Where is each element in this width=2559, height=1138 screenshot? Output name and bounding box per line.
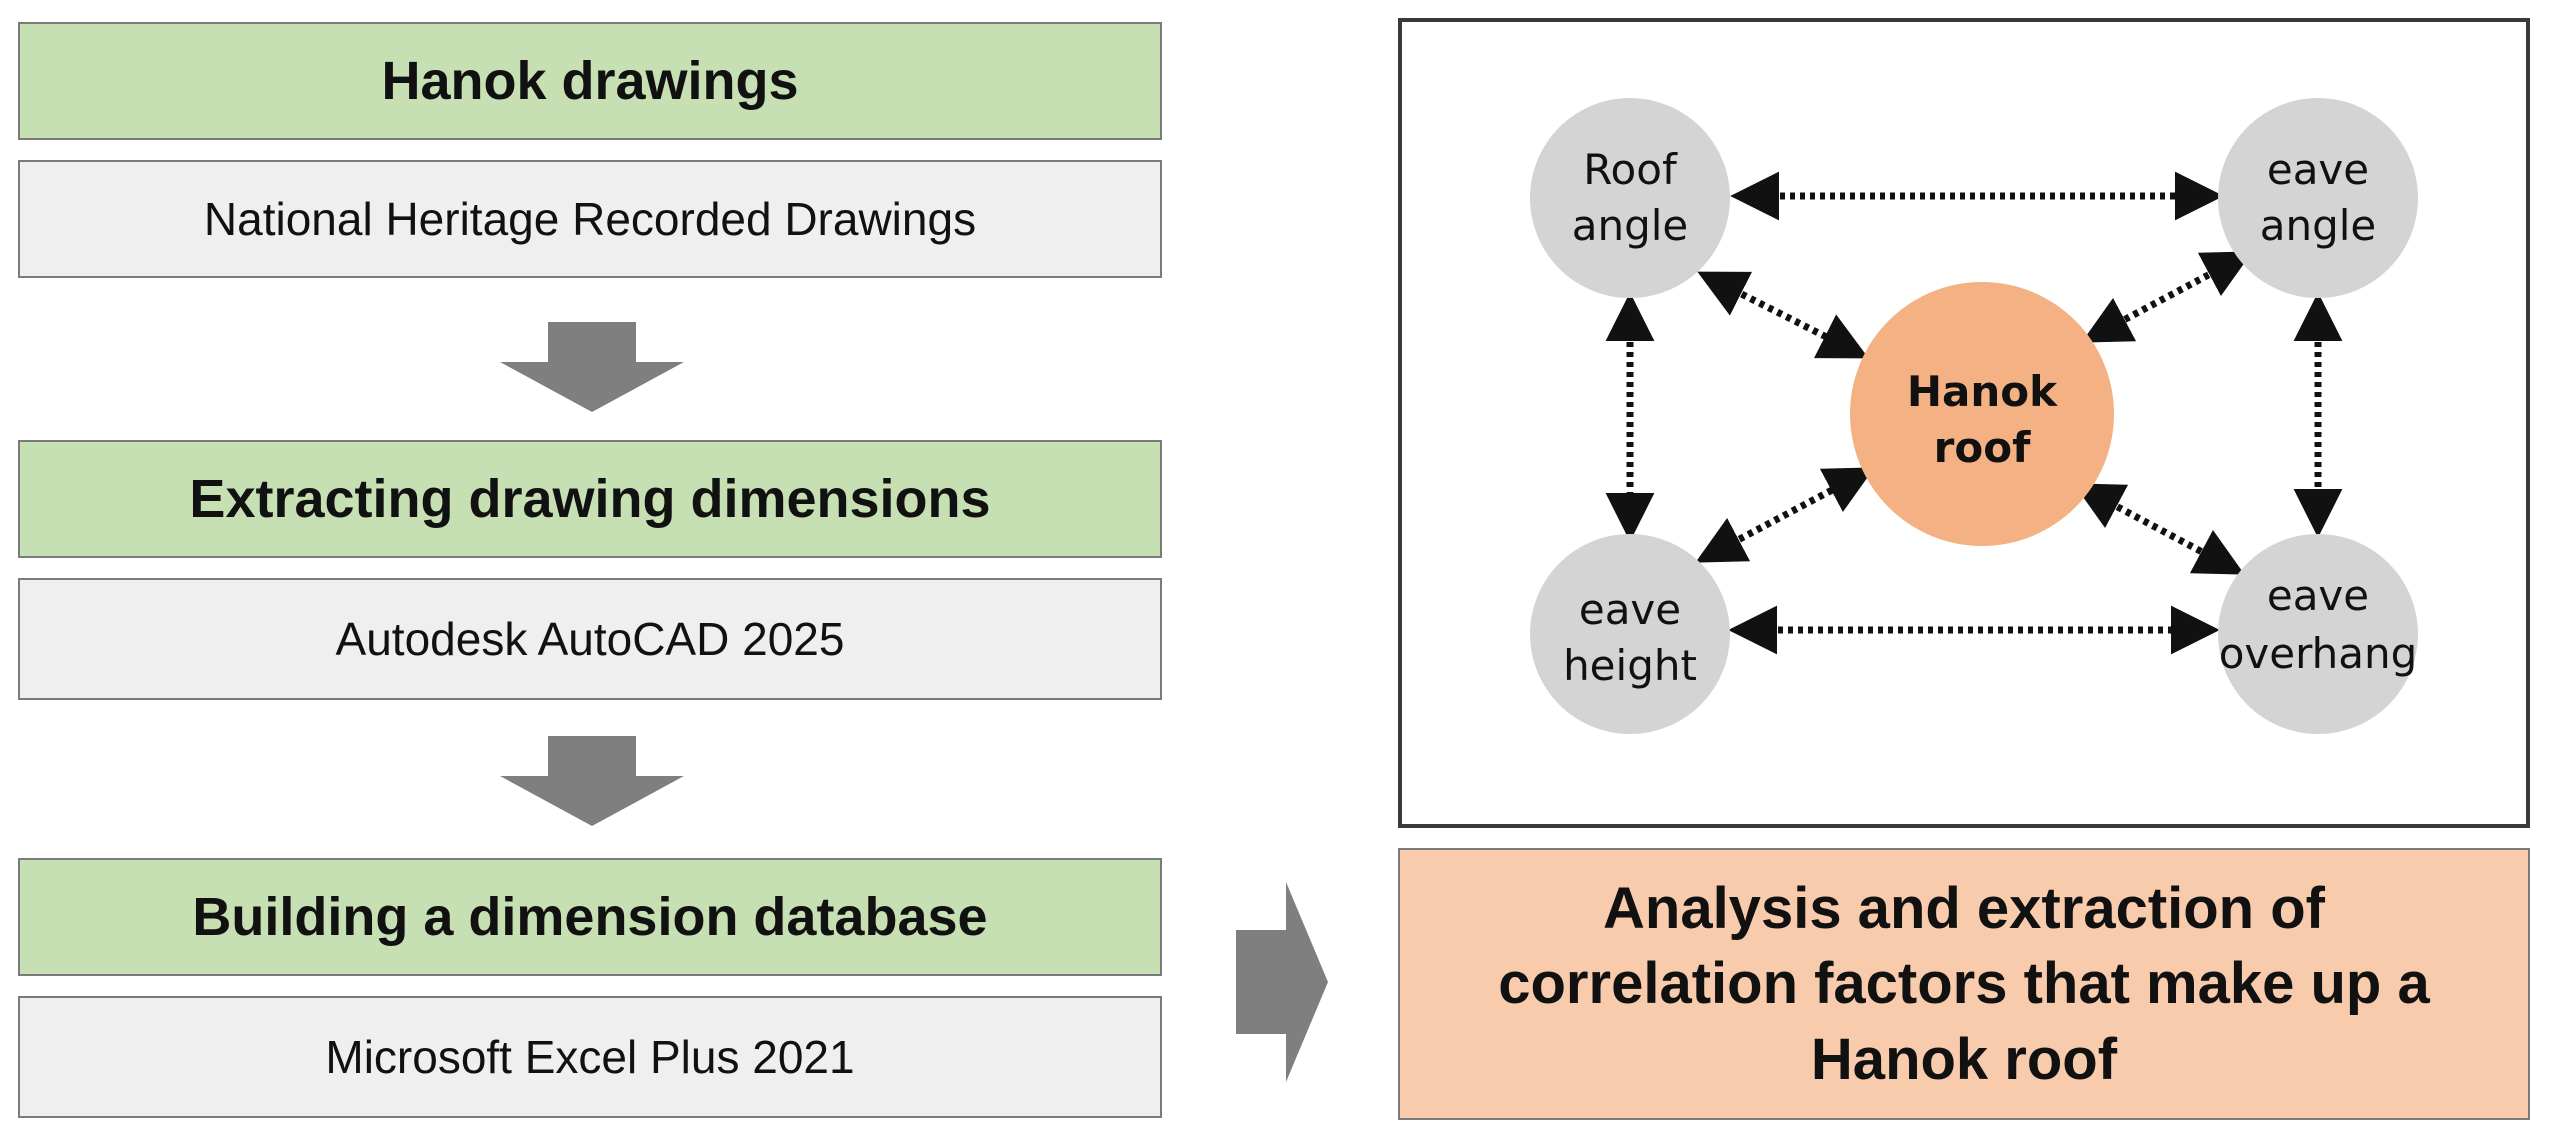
hanok-roof-label-1: Hanok xyxy=(1907,367,2058,416)
step3-title: Building a dimension database xyxy=(192,887,988,947)
roof-angle-node xyxy=(1530,98,1730,298)
step2-tool-box: Autodesk AutoCAD 2025 xyxy=(18,578,1162,700)
result-box: Analysis and extraction of correlation f… xyxy=(1398,848,2530,1120)
step2-title-box: Extracting drawing dimensions xyxy=(18,440,1162,558)
eave-overhang-label-1: eave xyxy=(2267,571,2369,620)
eave-angle-label-1: eave xyxy=(2267,145,2369,194)
link-center-eaveangle xyxy=(2081,251,2253,343)
eave-height-label-1: eave xyxy=(1579,585,1681,634)
down-arrow-2 xyxy=(500,736,684,826)
result-line-2: correlation factors that make up a xyxy=(1498,951,2430,1017)
eave-overhang-node xyxy=(2218,534,2418,734)
result-line-3: Hanok roof xyxy=(1810,1026,2118,1092)
step1-title-box: Hanok drawings xyxy=(18,22,1162,140)
step2-title: Extracting drawing dimensions xyxy=(189,469,991,529)
step1-title: Hanok drawings xyxy=(381,51,799,111)
link-center-eaveheight xyxy=(1695,467,1875,563)
hanok-roof-label-2: roof xyxy=(1934,423,2031,472)
eave-angle-label-2: angle xyxy=(2260,201,2377,250)
step3-tool: Microsoft Excel Plus 2021 xyxy=(325,1031,855,1083)
eave-overhang-label-2: overhang xyxy=(2219,629,2418,678)
link-center-eaveoverhang xyxy=(2073,483,2245,575)
step3-tool-box: Microsoft Excel Plus 2021 xyxy=(18,996,1162,1118)
eave-angle-node xyxy=(2218,98,2418,298)
step3-title-box: Building a dimension database xyxy=(18,858,1162,976)
right-arrow xyxy=(1236,882,1328,1082)
roof-angle-label-1: Roof xyxy=(1583,145,1678,194)
eave-height-node xyxy=(1530,534,1730,734)
step2-tool: Autodesk AutoCAD 2025 xyxy=(335,613,845,665)
hanok-roof-node xyxy=(1850,282,2114,546)
eave-height-label-2: height xyxy=(1563,641,1697,690)
down-arrow-1 xyxy=(500,322,684,412)
step1-tool-box: National Heritage Recorded Drawings xyxy=(18,160,1162,278)
step1-tool: National Heritage Recorded Drawings xyxy=(203,193,977,245)
link-center-roofangle xyxy=(1697,271,1869,359)
roof-angle-label-2: angle xyxy=(1572,201,1689,250)
result-text: Analysis and extraction of correlation f… xyxy=(1498,871,2429,1097)
result-line-1: Analysis and extraction of xyxy=(1603,875,2325,941)
